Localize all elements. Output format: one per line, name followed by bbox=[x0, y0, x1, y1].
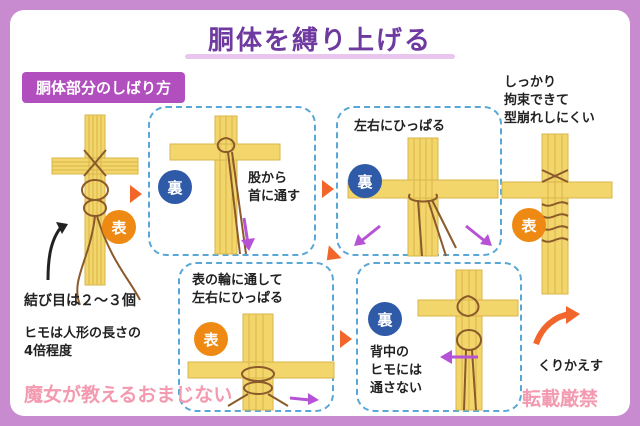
step5-panel: 裏 背中の ヒモには 通さない bbox=[356, 262, 522, 412]
title-underline bbox=[185, 54, 455, 59]
up-arrow-icon bbox=[46, 222, 68, 281]
flow-arrow-1 bbox=[130, 185, 142, 203]
step3-panel: 左右にひっぱる 裏 bbox=[336, 106, 502, 257]
curved-repeat-arrow-icon bbox=[533, 306, 580, 346]
pull-arrow-icon bbox=[241, 217, 255, 251]
straw-doll-back-step2 bbox=[169, 115, 281, 255]
straw-doll-final bbox=[501, 133, 613, 295]
step4-panel: 表の輪に通して 左右にひっぱる 表 bbox=[178, 262, 335, 412]
step1-note-length-line2: 4倍程度 bbox=[24, 344, 73, 359]
page-title: 胴体を縛り上げる bbox=[207, 26, 432, 56]
final-note-line2: 拘束できて bbox=[504, 93, 570, 108]
step1-note-length-line1: ヒモは人形の長さの bbox=[24, 326, 142, 341]
step2-instruction-line2: 首に通す bbox=[248, 189, 301, 204]
back-badge-step2: 裏 bbox=[158, 170, 192, 204]
step2-panel: 裏 股から 首に通す bbox=[148, 106, 316, 256]
step5-instruction-line3: 通さない bbox=[370, 381, 423, 396]
pull-arrow-left-icon bbox=[354, 224, 381, 246]
step2-instruction-line1: 股から bbox=[248, 171, 288, 186]
back-badge-step5: 裏 bbox=[368, 302, 402, 336]
pull-arrow-right-icon bbox=[465, 224, 492, 246]
pull-arrow-right-icon-step4 bbox=[289, 393, 319, 405]
final-note-line1: しっかり bbox=[504, 75, 557, 90]
straw-doll-back-step5 bbox=[417, 269, 519, 411]
front-badge-step4: 表 bbox=[194, 322, 228, 356]
section-tag: 胴体部分のしばり方 bbox=[22, 72, 186, 103]
pull-arrow-left-icon-step5 bbox=[440, 350, 478, 364]
step6-instruction: くりかえす bbox=[538, 359, 604, 374]
step1-note-knots: 結び目は２〜３個 bbox=[24, 293, 136, 309]
flow-arrow-4 bbox=[340, 330, 352, 348]
step4-instruction-line2: 左右にひっぱる bbox=[192, 291, 284, 306]
step5-instruction-line1: 背中の bbox=[370, 345, 410, 360]
front-badge-step1: 表 bbox=[102, 210, 136, 244]
final-note-line3: 型崩れしにくい bbox=[504, 111, 595, 126]
illustration-frame: 胴体を縛り上げる 胴体部分のしばり方 表 結び目は２〜３個 ヒモは人形の長さの … bbox=[10, 10, 630, 416]
front-badge-final: 表 bbox=[512, 208, 546, 242]
step4-instruction-line1: 表の輪に通して bbox=[192, 273, 283, 288]
straw-doll-back-step3 bbox=[347, 137, 499, 257]
step3-instruction: 左右にひっぱる bbox=[354, 119, 446, 134]
watermark-left: 魔女が教えるおまじない bbox=[24, 384, 233, 406]
back-badge-step3: 裏 bbox=[348, 164, 382, 198]
straw-doll-front-step4 bbox=[187, 313, 335, 411]
watermark-right: 転載厳禁 bbox=[522, 388, 599, 410]
flow-arrow-2 bbox=[322, 180, 334, 198]
step5-instruction-line2: ヒモには bbox=[370, 363, 423, 378]
straw-doll-step1 bbox=[51, 114, 141, 306]
